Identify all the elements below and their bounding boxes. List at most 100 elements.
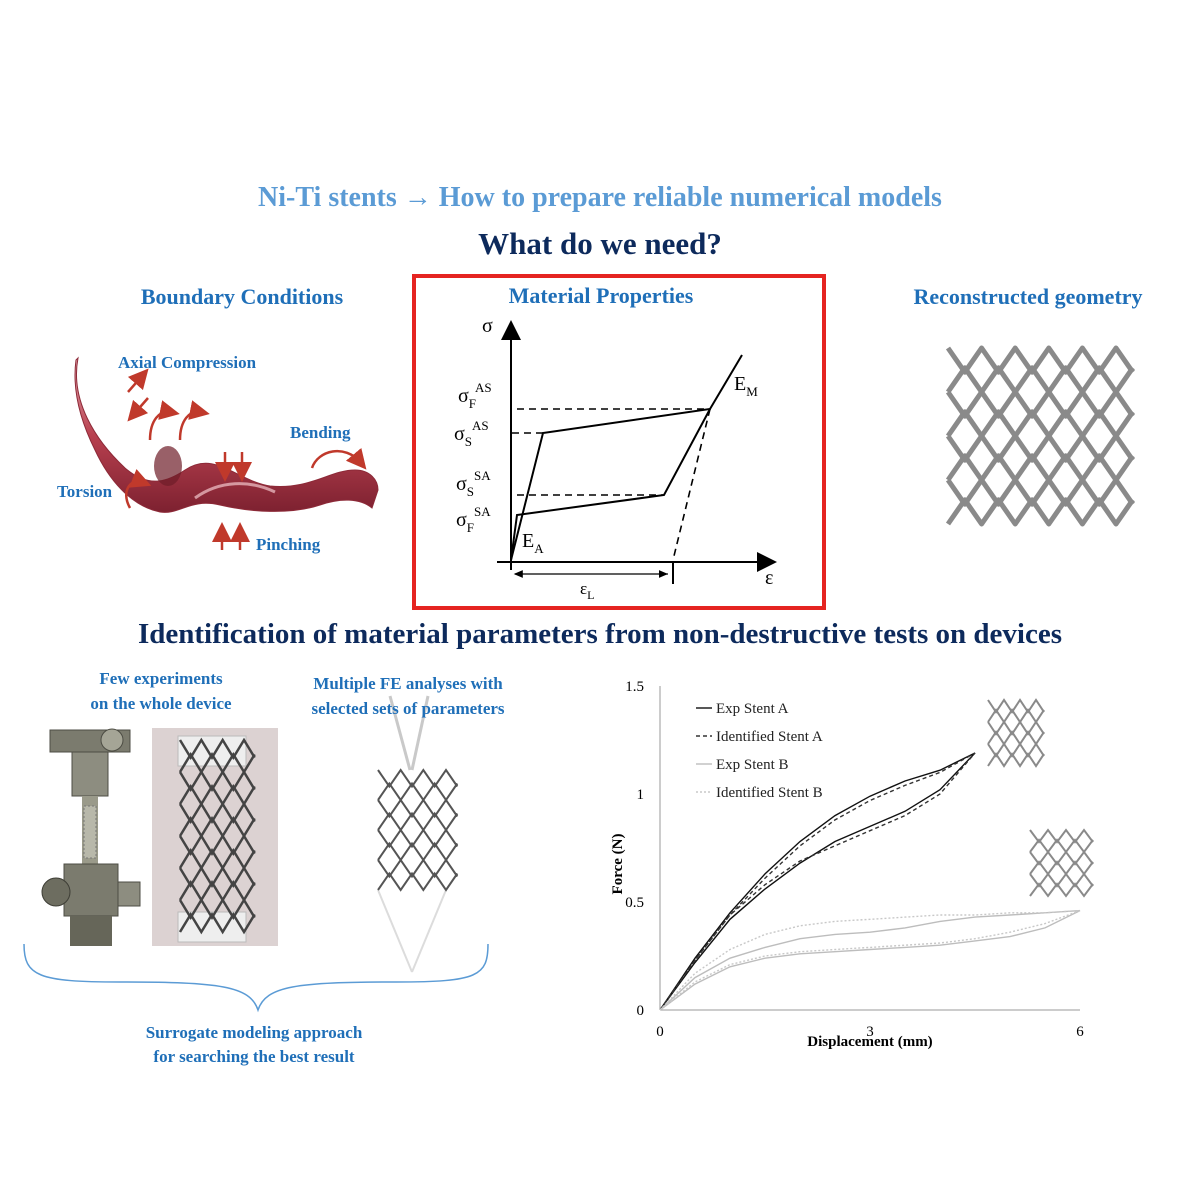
stent-strut-row — [987, 698, 1045, 714]
stent-strut-row — [945, 477, 1135, 507]
stent-strut-row — [178, 751, 256, 775]
stent-strut-row — [945, 389, 1135, 419]
reconstructed-stent-image — [945, 345, 1135, 527]
stent-strut-row — [178, 737, 256, 761]
series-line-4 — [659, 909, 1081, 1011]
sigma-s-as-label: σSAS — [454, 418, 489, 449]
fe-model-stent — [377, 695, 459, 973]
twist-arrow-icon — [178, 400, 210, 441]
sigma-f-as-label: σFAS — [458, 380, 492, 411]
few-experiments-label: Few experiments — [99, 669, 223, 688]
stent-strut-row — [178, 847, 256, 871]
x-tick-label: 3 — [866, 1024, 874, 1040]
boundary-conditions-title: Boundary Conditions — [141, 284, 344, 309]
label-axial-compression: Axial Compression — [118, 353, 257, 372]
bending-arrow-icon — [310, 447, 367, 470]
stent-strut-row — [178, 833, 256, 857]
stent-strut-row — [945, 345, 1135, 375]
stent-strut-row — [377, 871, 459, 892]
sigma-s-sa-label: σSSA — [456, 468, 491, 499]
x-tick-label: 6 — [1076, 1024, 1084, 1040]
axial-arrow-icon — [127, 368, 149, 393]
stent-a-inset — [987, 698, 1045, 768]
legend-label: Identified Stent A — [716, 729, 823, 745]
material-frame — [412, 274, 826, 610]
y-tick-label: 0.5 — [625, 895, 644, 911]
stent-strut-row — [987, 752, 1045, 768]
stent-strut-row — [1029, 850, 1094, 866]
stent-strut-row — [987, 742, 1045, 758]
label-bending: Bending — [290, 423, 351, 442]
series-line-2 — [659, 752, 976, 1011]
stress-strain-diagram — [497, 320, 777, 584]
test-machine-photo — [41, 728, 141, 946]
stent-strut-row — [178, 801, 256, 825]
unloading-path — [510, 408, 711, 561]
stent-strut-row — [178, 783, 256, 807]
question-title: What do we need? — [478, 226, 722, 261]
series-line-3 — [659, 909, 1081, 1011]
stent-strut-row — [178, 815, 256, 839]
stent-strut-row — [377, 858, 459, 879]
martensite-unload-dash — [672, 408, 711, 561]
stent-strut-row — [178, 897, 256, 921]
x-axis-title: Displacement (mm) — [807, 1034, 932, 1050]
twist-arrow-icon — [148, 400, 180, 441]
stent-strut-row — [1029, 838, 1094, 854]
e-m-label: EM — [734, 373, 758, 399]
stent-strut-row — [178, 911, 256, 935]
stent-strut-row — [178, 865, 256, 889]
fe-analyses-label: Multiple FE analyses with — [313, 674, 503, 693]
stent-strut-row — [945, 497, 1135, 527]
y-tick-label: 1 — [637, 787, 645, 803]
stent-strut-row — [987, 720, 1045, 736]
stent-strut-row — [377, 768, 459, 789]
grouping-brace — [23, 943, 489, 1013]
label-torsion: Torsion — [57, 482, 113, 501]
reconstructed-geometry-title: Reconstructed geometry — [913, 284, 1142, 309]
stent-test-photo — [152, 728, 278, 946]
sigma-f-sa-label: σFSA — [456, 504, 491, 535]
torsion-arrow-icon — [125, 469, 152, 509]
axial-arrow-icon — [127, 397, 149, 422]
stent-strut-row — [377, 811, 459, 832]
main-title: Ni-Ti stents → How to prepare reliable n… — [258, 182, 942, 213]
stent-strut-row — [945, 453, 1135, 483]
stent-strut-row — [377, 798, 459, 819]
sigma-axis-label: σ — [482, 315, 493, 337]
surrogate-label: Surrogate modeling approach — [146, 1023, 363, 1042]
section-2-title: Identification of material parameters fr… — [137, 618, 1063, 650]
stent-strut-row — [945, 409, 1135, 439]
stent-b-inset — [1029, 828, 1094, 898]
stent-strut-row — [377, 781, 459, 802]
stent-strut-row — [178, 769, 256, 793]
parameter-sets-label: selected sets of parameters — [311, 699, 504, 718]
legend-label: Exp Stent B — [716, 757, 789, 773]
stent-strut-row — [1029, 882, 1094, 898]
stent-strut-row — [377, 841, 459, 862]
label-pinching: Pinching — [256, 535, 321, 554]
y-tick-label: 0 — [637, 1003, 645, 1019]
material-properties-title: Material Properties — [509, 283, 694, 308]
stent-strut-row — [1029, 860, 1094, 876]
best-result-label: for searching the best result — [153, 1047, 354, 1066]
stent-strut-row — [987, 730, 1045, 746]
y-axis-title: Force (N) — [610, 834, 626, 895]
eps-l-label: εL — [580, 579, 594, 602]
whole-device-label: on the whole device — [90, 694, 232, 713]
stent-strut-row — [945, 433, 1135, 463]
epsilon-axis-label: ε — [765, 567, 773, 589]
stent-strut-row — [178, 879, 256, 903]
legend-label: Exp Stent A — [716, 701, 789, 717]
x-tick-label: 0 — [656, 1024, 664, 1040]
stent-strut-row — [987, 708, 1045, 724]
material-labels: σ ε σFAS σSAS σSSA σFSA EA EM εL — [454, 315, 773, 602]
stent-strut-row — [1029, 828, 1094, 844]
e-a-label: EA — [522, 530, 544, 556]
stent-strut-row — [1029, 872, 1094, 888]
y-tick-label: 1.5 — [625, 679, 644, 695]
boundary-arrows — [125, 368, 367, 550]
stent-strut-row — [377, 828, 459, 849]
